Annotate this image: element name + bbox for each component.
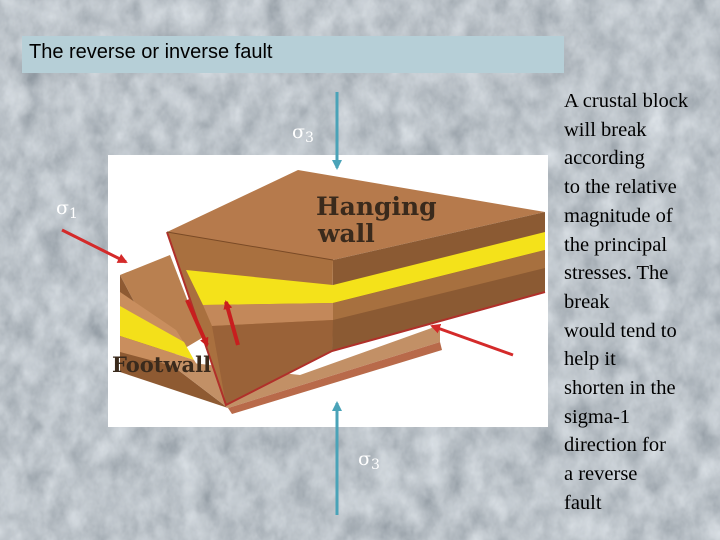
footwall-label: Footwall bbox=[112, 352, 211, 377]
hanging-wall-label-line1: Hanging bbox=[316, 192, 437, 221]
sigma1-right-label: σ1 bbox=[519, 343, 541, 368]
sigma1-left-arrow bbox=[61, 228, 128, 264]
slide-title: The reverse or inverse fault bbox=[22, 36, 564, 73]
sigma1-left-label: σ1 bbox=[56, 197, 78, 222]
fault-slip-arrow-up bbox=[223, 300, 240, 346]
sigma3-top-label: σ3 bbox=[292, 121, 314, 146]
sigma1-right-arrow bbox=[430, 323, 514, 357]
explanation-text: A crustal block will break according to … bbox=[564, 90, 689, 514]
hanging-wall-block bbox=[166, 170, 546, 407]
hanging-wall-label-line2: wall bbox=[317, 219, 375, 248]
fault-slip-arrow-down bbox=[185, 299, 209, 347]
sigma3-bottom-label: σ3 bbox=[358, 448, 380, 473]
